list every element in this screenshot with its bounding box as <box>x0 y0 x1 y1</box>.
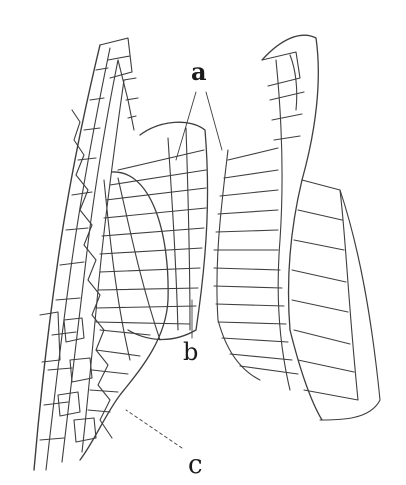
right-wing-apex-cells <box>262 52 304 140</box>
label-b: b <box>183 340 198 364</box>
left-wing-costal-margin <box>34 45 100 470</box>
right-wing-crossveins <box>214 148 298 374</box>
label-c: c <box>188 452 203 478</box>
label-a-pointer-left <box>176 92 196 160</box>
left-wing-subcostal-vein <box>46 48 110 470</box>
left-wing-radial-cells <box>72 110 112 438</box>
right-wing-radial-vein <box>276 60 290 390</box>
right-wing-outer-cells <box>292 180 358 400</box>
left-wing-media-vein <box>82 80 124 452</box>
right-wing-inner-margin <box>217 150 260 380</box>
right-wing-front-margin <box>262 35 322 420</box>
label-a: a <box>191 60 207 84</box>
label-c-pointer-left <box>126 410 182 448</box>
label-a-pointer-right <box>206 92 222 150</box>
